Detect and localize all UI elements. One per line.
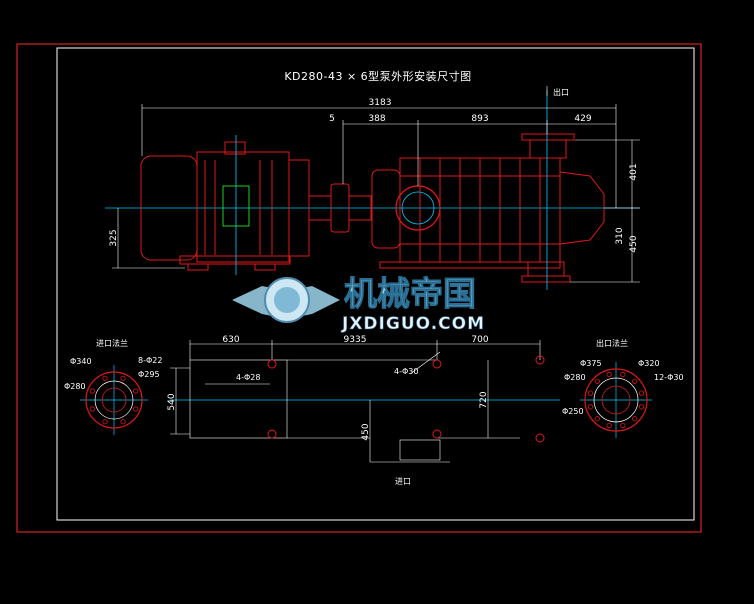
bolt-hole (632, 378, 638, 384)
dim-seg2: 893 (471, 114, 488, 124)
bolt-hole (594, 416, 600, 422)
outlet-d3: Φ280 (564, 373, 586, 382)
bolt-hole (102, 419, 108, 425)
plan-height-left: 540 (167, 393, 177, 410)
dim-gap: 5 (329, 114, 335, 124)
dim-right-bottom: 450 (629, 235, 639, 252)
bolt-hole (606, 371, 612, 377)
bolt-hole (133, 388, 139, 394)
drawing-title: KD280-43 × 6型泵外形安装尺寸图 (284, 69, 471, 83)
bolt-hole (638, 390, 645, 396)
plan-dim-left: 630 (222, 335, 239, 345)
bolt-hole (89, 406, 95, 412)
inlet-d1: Φ340 (70, 357, 92, 366)
bolt-hole (632, 416, 638, 422)
watermark-en: JXDIGUO.COM (341, 314, 485, 334)
bolt-hole (120, 375, 126, 381)
outlet-d4: Φ250 (562, 407, 584, 416)
plan-height-small: 450 (361, 423, 371, 440)
plan-dim-right: 700 (471, 335, 488, 345)
dim-right-lower: 310 (615, 227, 625, 244)
plan-dim-middle: 9335 (344, 335, 367, 345)
dim-seg1: 388 (368, 114, 385, 124)
bolt-right-label: 4-Φ30 (394, 367, 418, 376)
coupling (308, 183, 372, 233)
bolt-hole (587, 404, 594, 410)
outlet-holes-label: 12-Φ30 (654, 373, 684, 382)
bolt-hole (120, 419, 126, 425)
bolt-hole (620, 422, 626, 429)
dim-overall: 3183 (369, 98, 392, 108)
outlet-d2: Φ320 (638, 359, 660, 368)
bolt-hole (638, 404, 645, 410)
outlet-label-top: 出口 (553, 87, 569, 97)
motor (140, 141, 310, 271)
dim-left-height: 325 (109, 229, 119, 246)
inner-frame (56, 47, 695, 521)
elevation-view: 3183 5 388 893 429 401 310 450 325 出口 (105, 86, 640, 290)
watermark-logo: 机械帝国 JXDIGUO.COM (232, 274, 485, 334)
inlet-flange-view: 进口法兰 Φ340 8-Φ22 Φ295 Φ280 (64, 338, 162, 435)
bolt-hole (89, 388, 95, 394)
bolt-hole (102, 375, 108, 381)
outer-frame (16, 43, 702, 533)
top-dimension-lines (112, 86, 640, 283)
inlet-label-bottom: 进口 (395, 477, 411, 486)
inlet-holes-label: 8-Φ22 (138, 356, 162, 365)
bolt-hole (620, 371, 626, 377)
bolt-hole (594, 378, 600, 384)
bolt-left-label: 4-Φ28 (236, 373, 260, 382)
suction-port-inner (401, 191, 435, 225)
bolt-hole (587, 390, 594, 396)
outlet-flange-title: 出口法兰 (596, 338, 628, 348)
outlet-flange-view: 出口法兰 Φ375 Φ320 Φ280 12-Φ30 Φ250 (562, 338, 684, 438)
pump-body (371, 133, 605, 283)
plan-view: 630 9335 700 4-Φ28 4-Φ30 540 720 450 进口 (167, 335, 560, 486)
inlet-flange-title: 进口法兰 (96, 338, 128, 348)
bolt-hole (133, 406, 139, 412)
outlet-d1: Φ375 (580, 359, 602, 368)
inlet-d3: Φ280 (64, 382, 86, 391)
dim-right-upper: 401 (629, 163, 639, 180)
watermark-gear-hub (274, 287, 300, 313)
plan-height-mid: 720 (479, 391, 489, 408)
inlet-d2: Φ295 (138, 370, 160, 379)
dim-seg3: 429 (574, 114, 591, 124)
bolt-hole (606, 422, 612, 429)
watermark-cn: 机械帝国 (344, 274, 476, 313)
